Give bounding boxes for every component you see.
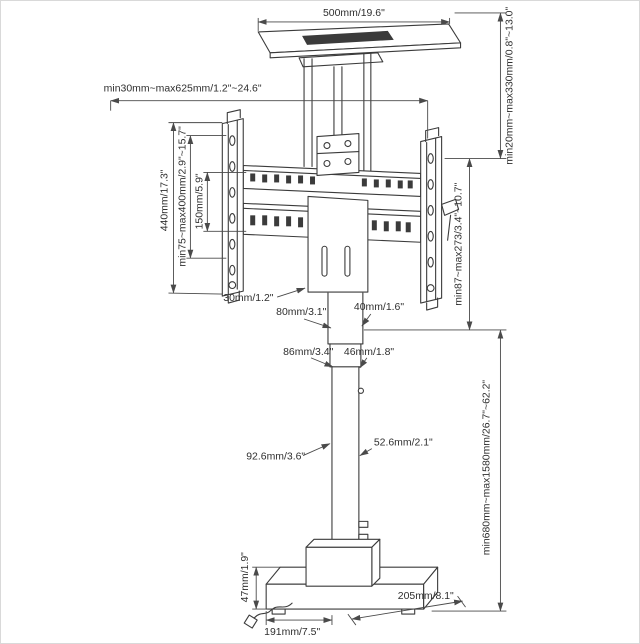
lift-column bbox=[327, 292, 369, 541]
label-top-width: 500mm/19.6" bbox=[323, 8, 385, 19]
column-screw bbox=[357, 387, 365, 394]
dim-lower-tube-depth: 52.6mm/2.1" bbox=[359, 438, 433, 456]
right-bracket-arm bbox=[420, 127, 460, 311]
label-upper-tube-depth: 40mm/1.6" bbox=[354, 302, 404, 313]
label-travel-range: min30mm~max625mm/1.2"~24.6" bbox=[104, 84, 262, 95]
dim-upper-tube-depth: 40mm/1.6" bbox=[354, 302, 404, 327]
lift-carriage bbox=[316, 133, 360, 177]
dim-mid-tube-depth: 46mm/1.8" bbox=[344, 347, 394, 369]
label-plate-offset: 30mm/1.2" bbox=[223, 293, 273, 304]
dim-upper-tube-width: 80mm/3.1" bbox=[276, 307, 332, 329]
label-mid-tube-width: 86mm/3.4" bbox=[283, 347, 333, 358]
label-hole-spacing: 150mm/5.9" bbox=[194, 173, 205, 229]
vesa-bracket bbox=[221, 109, 460, 311]
label-base-height: 47mm/1.9" bbox=[240, 552, 251, 602]
dim-lower-tube-width: 92.6mm/3.6" bbox=[246, 443, 331, 463]
label-shelf-gap-range: min20mm~max330mm/0.8"~13.0" bbox=[504, 7, 515, 165]
dim-plate-offset: 30mm/1.2" bbox=[223, 287, 306, 304]
power-cord bbox=[243, 602, 293, 629]
dim-travel-range: min30mm~max625mm/1.2"~24.6" bbox=[104, 84, 429, 139]
tilt-spring-clip bbox=[441, 198, 460, 241]
dim-hole-spacing: 150mm/5.9" bbox=[194, 171, 247, 232]
power-plug bbox=[243, 614, 258, 629]
dim-top-width: 500mm/19.6" bbox=[257, 8, 451, 31]
label-overall-height-range: min680mm~max1580mm/26.7"~62.2" bbox=[481, 380, 492, 556]
dim-base-width: 205mm/8.1" bbox=[347, 591, 466, 626]
column-housing bbox=[305, 538, 381, 587]
label-lower-tube-width: 92.6mm/3.6" bbox=[246, 452, 305, 463]
clamp-bolt bbox=[358, 520, 369, 528]
label-base-width: 205mm/8.1" bbox=[398, 591, 454, 602]
label-base-depth: 191mm/7.5" bbox=[264, 627, 320, 638]
label-bracket-drop-range: min87~max273/3.4"~10.7" bbox=[454, 182, 465, 305]
dim-vesa-range: min75~max400mm/2.9"~15.7" bbox=[177, 126, 227, 267]
label-vesa-range: min75~max400mm/2.9"~15.7" bbox=[177, 126, 188, 267]
label-mid-tube-depth: 46mm/1.8" bbox=[344, 347, 394, 358]
dim-base-depth: 191mm/7.5" bbox=[264, 611, 333, 638]
ceiling-plate bbox=[257, 23, 462, 68]
dim-shelf-gap-range: min20mm~max330mm/0.8"~13.0" bbox=[444, 7, 515, 165]
label-upper-tube-width: 80mm/3.1" bbox=[276, 307, 326, 318]
label-lower-tube-depth: 52.6mm/2.1" bbox=[374, 438, 433, 449]
dim-bracket-drop-range: min87~max273/3.4"~10.7" bbox=[454, 158, 473, 331]
dim-base-height: 47mm/1.9" bbox=[240, 552, 281, 610]
label-bracket-height: 440mm/17.3" bbox=[159, 169, 170, 231]
dim-mid-tube-width: 86mm/3.4" bbox=[283, 347, 334, 368]
center-plate bbox=[307, 195, 369, 293]
left-bracket-arm bbox=[221, 109, 244, 304]
dim-bracket-height: 440mm/17.3" bbox=[159, 122, 223, 295]
base-foot bbox=[271, 608, 286, 615]
